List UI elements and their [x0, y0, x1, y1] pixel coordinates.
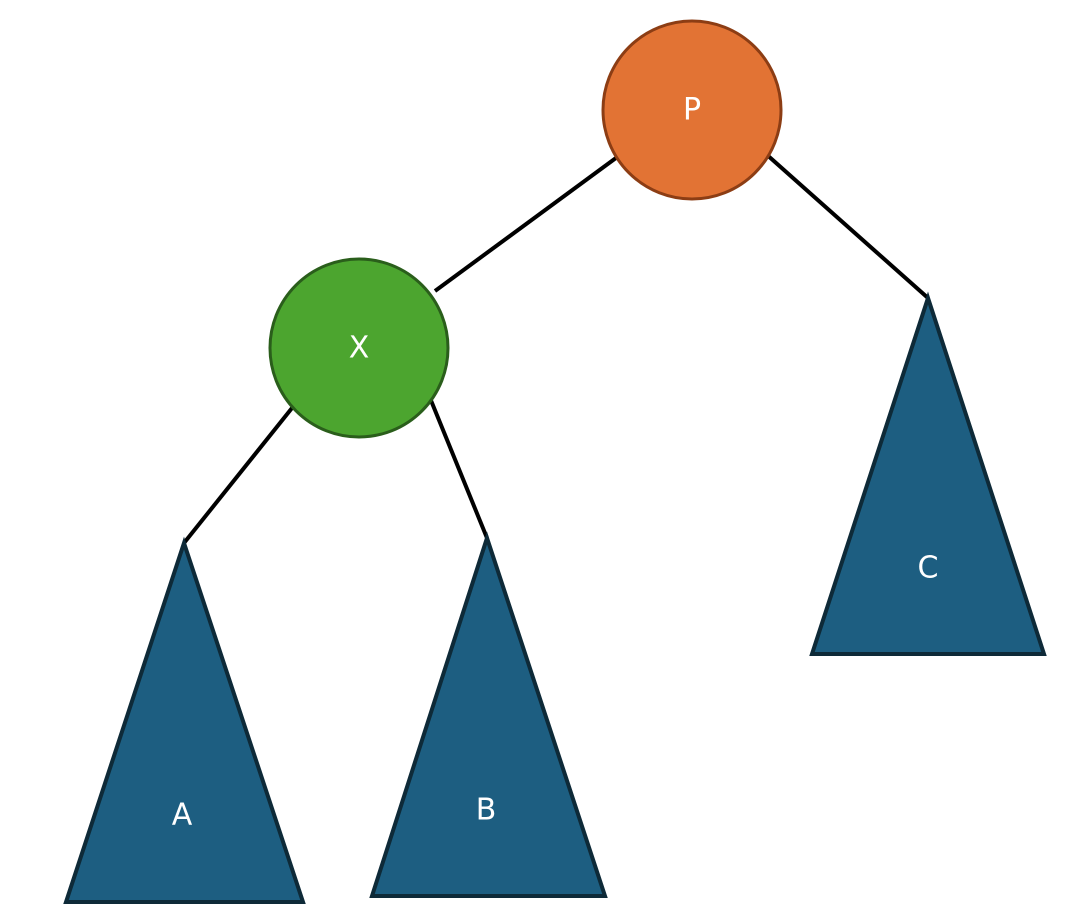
subtree-c[interactable]: C: [809, 291, 1047, 656]
node-label-x: X: [349, 331, 370, 366]
node-x[interactable]: X: [268, 257, 450, 439]
subtree-triangle-a[interactable]: [63, 536, 306, 904]
edge-group: [182, 152, 930, 545]
edge-pivot-to-subtree-b: [428, 397, 489, 539]
subtree-group: A B C: [63, 291, 1047, 904]
node-group: P X: [268, 19, 783, 439]
subtree-label-b: B: [476, 793, 497, 828]
edge-parent-to-pivot: [433, 153, 622, 293]
node-label-p: P: [683, 93, 701, 128]
subtree-label-c: C: [918, 551, 939, 586]
subtree-b[interactable]: B: [369, 531, 608, 898]
subtree-triangle-b[interactable]: [369, 531, 608, 898]
subtree-a[interactable]: A: [63, 536, 306, 904]
node-p[interactable]: P: [601, 19, 783, 201]
subtree-triangle-c[interactable]: [809, 291, 1047, 656]
node-circle-p[interactable]: [601, 19, 783, 201]
edge-pivot-to-subtree-a: [182, 401, 298, 545]
subtree-label-a: A: [172, 798, 193, 833]
edge-parent-to-subtree-c: [764, 152, 930, 300]
node-circle-x[interactable]: [268, 257, 450, 439]
